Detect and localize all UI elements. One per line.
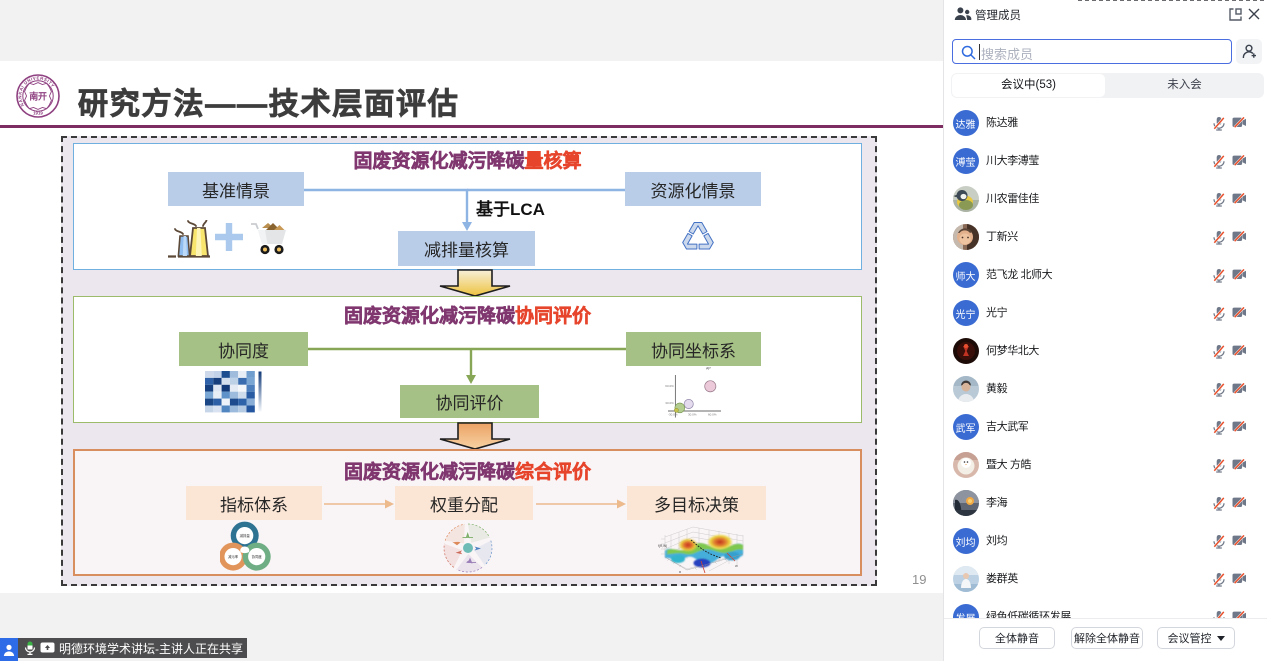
svg-text:减污率: 减污率 bbox=[228, 554, 239, 559]
svg-text:R: R bbox=[679, 570, 682, 573]
svg-text:-30.0%: -30.0% bbox=[668, 413, 678, 417]
svg-text:AP: AP bbox=[706, 367, 711, 371]
svg-text:南: 南 bbox=[29, 91, 38, 102]
svg-text:f(R,W): f(R,W) bbox=[658, 544, 667, 548]
svg-text:30.0%: 30.0% bbox=[688, 413, 697, 417]
svg-text:减排量: 减排量 bbox=[240, 533, 251, 538]
svg-text:60.0%: 60.0% bbox=[665, 384, 674, 388]
svg-text:1919: 1919 bbox=[33, 111, 43, 116]
svg-text:协同度: 协同度 bbox=[252, 554, 263, 559]
svg-text:30.0%: 30.0% bbox=[665, 401, 674, 405]
svg-text:开: 开 bbox=[38, 92, 47, 102]
svg-text:W: W bbox=[735, 564, 738, 568]
svg-text:60.0%: 60.0% bbox=[708, 413, 717, 417]
